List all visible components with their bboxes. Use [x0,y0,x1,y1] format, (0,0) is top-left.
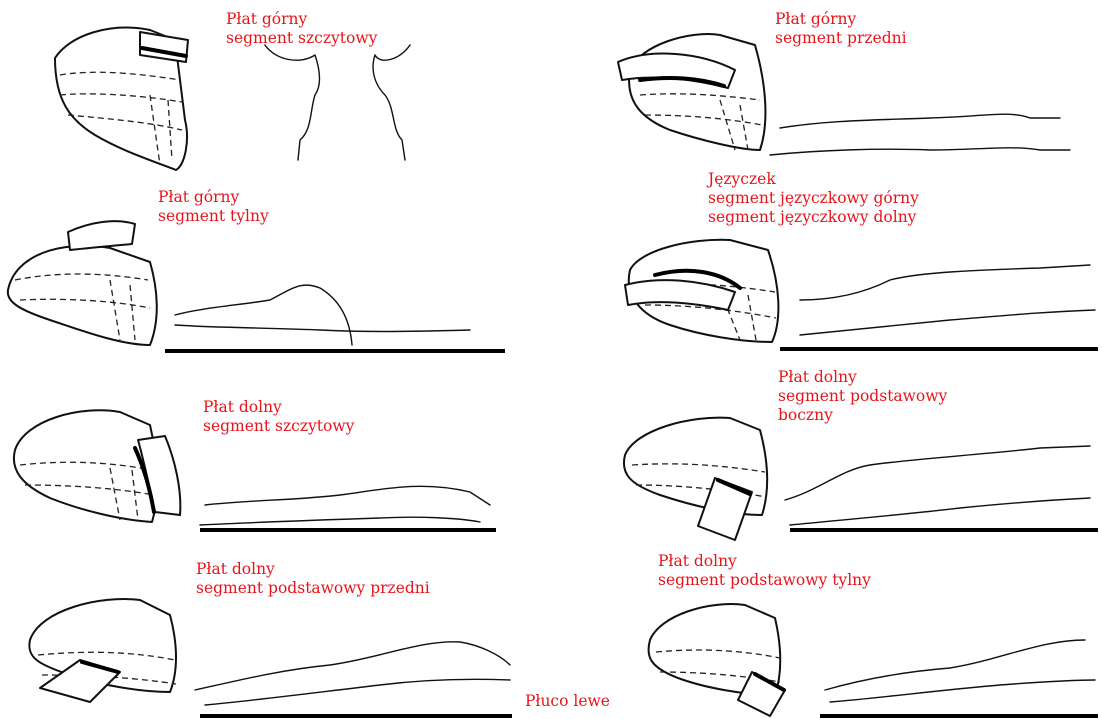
footer-label-left-lung: Płuco lewe [525,692,610,710]
segment-highlight [738,672,785,716]
patient-prone-tilted [820,640,1098,716]
